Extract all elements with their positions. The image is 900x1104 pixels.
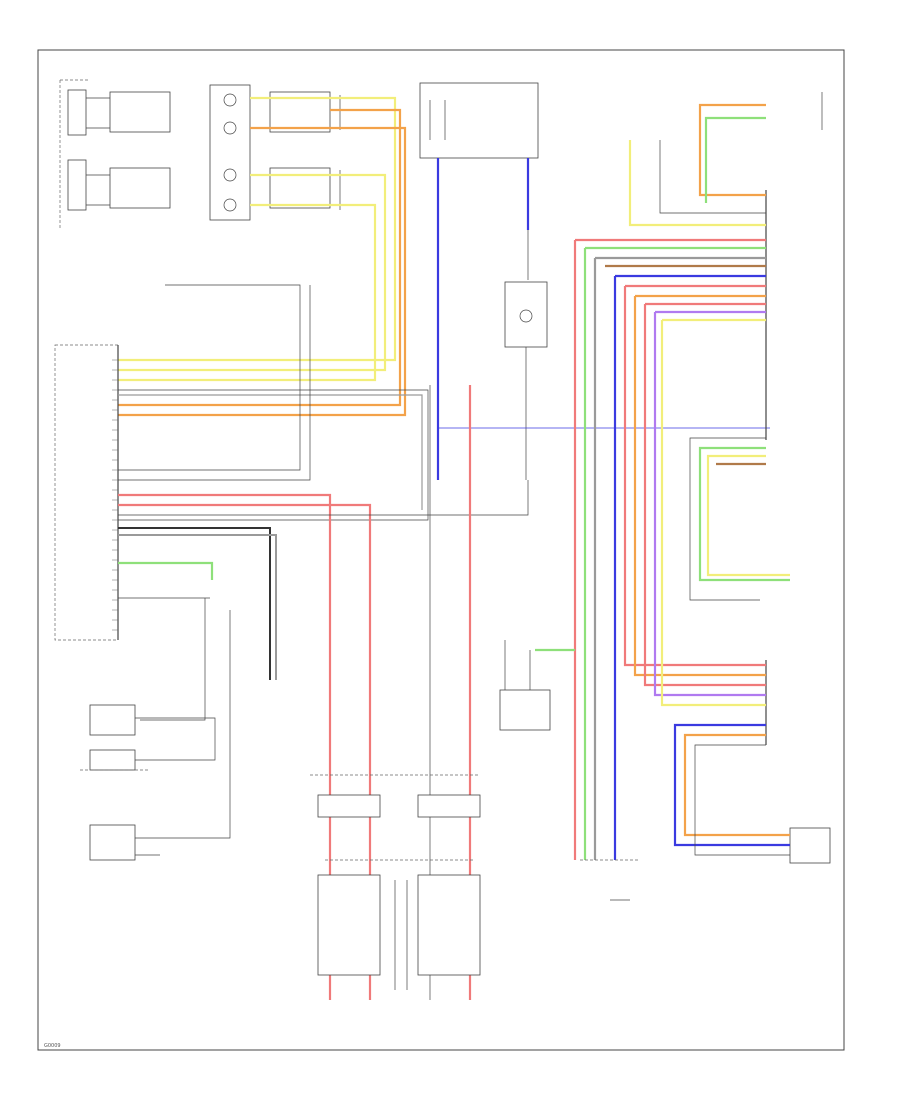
wire-orange-r1 bbox=[698, 103, 766, 197]
driver-module-dash bbox=[59, 79, 90, 230]
driver-airbag-wires bbox=[86, 96, 407, 417]
wire-yellow-r2 bbox=[660, 318, 766, 707]
wire-orange-1 bbox=[118, 126, 407, 417]
wire-black-r1 bbox=[659, 140, 766, 214]
buckle-sensor-box bbox=[89, 749, 136, 771]
side-airbag-group bbox=[310, 774, 481, 990]
driver-airbag-module-group bbox=[59, 79, 341, 230]
wire-black-6 bbox=[140, 598, 206, 721]
wire-orange-r3 bbox=[683, 733, 790, 837]
seat-belt-wires bbox=[135, 717, 216, 761]
occupant-sensor-symbol bbox=[519, 309, 533, 323]
center-right-module bbox=[499, 640, 640, 901]
shorting-bar-1 bbox=[109, 91, 171, 133]
airbag-control-module bbox=[54, 344, 119, 641]
presence-pins bbox=[429, 100, 446, 140]
acm-pin-ticks bbox=[112, 359, 118, 631]
wire-yellow-r1 bbox=[628, 140, 766, 227]
wire-yellow-2 bbox=[118, 173, 387, 372]
driver-squib-2-box bbox=[67, 159, 87, 211]
acm-output-wires bbox=[118, 284, 529, 1000]
wire-green-r2 bbox=[583, 246, 766, 860]
wire-red-left-1 bbox=[118, 493, 332, 1000]
center-top-module bbox=[419, 82, 770, 480]
lower-switch-wire bbox=[135, 610, 231, 839]
center-right-box bbox=[499, 689, 551, 731]
clockspring-terminal-1 bbox=[223, 93, 237, 107]
wire-red-left-2 bbox=[118, 503, 372, 1000]
right-lower-box bbox=[789, 827, 831, 864]
seat-belt-switch-box bbox=[89, 704, 136, 736]
wire-black-2 bbox=[118, 284, 301, 471]
lower-switch-box bbox=[89, 824, 136, 861]
footer-code: G0009 bbox=[44, 1043, 61, 1049]
clockspring-box bbox=[209, 84, 251, 221]
wire-blue-r2 bbox=[673, 723, 790, 847]
wire-black-3 bbox=[118, 285, 311, 481]
center-right-leads bbox=[504, 640, 531, 690]
right-colored-wires bbox=[573, 103, 790, 860]
side-squib-dividers bbox=[394, 880, 408, 990]
wire-black-r3 bbox=[694, 744, 790, 856]
wire-black-5 bbox=[118, 527, 271, 680]
wire-yellow-3 bbox=[118, 203, 377, 382]
wire-orange-r2 bbox=[633, 294, 766, 677]
right-connector-bus bbox=[765, 92, 831, 864]
wire-grey-2 bbox=[118, 534, 277, 680]
wire-green-left bbox=[118, 561, 214, 580]
shorting-bar-right bbox=[417, 794, 481, 818]
wire-orange-2 bbox=[118, 108, 402, 407]
wire-black-4 bbox=[118, 480, 529, 516]
shorting-bar-left bbox=[317, 794, 381, 818]
wire-red-r1 bbox=[573, 238, 766, 860]
wire-green-r3 bbox=[698, 446, 790, 582]
wire-blue-r1 bbox=[613, 274, 766, 860]
wire-green-r1 bbox=[704, 116, 766, 203]
driver-squib-1-box bbox=[67, 89, 87, 136]
side-squib-left bbox=[317, 874, 381, 976]
clockspring-terminal-4 bbox=[223, 198, 237, 212]
shorting-bar-2 bbox=[109, 167, 171, 209]
wire-red-r3 bbox=[643, 302, 766, 687]
clockspring-terminal-3 bbox=[223, 168, 237, 182]
wire-grey-r1 bbox=[593, 256, 766, 860]
wire-black-r2 bbox=[689, 437, 766, 601]
page-frame bbox=[37, 49, 845, 1051]
acm-outline bbox=[54, 344, 119, 641]
wire-yellow-1 bbox=[118, 96, 397, 362]
wire-red-r2 bbox=[623, 284, 766, 667]
squib-leads bbox=[86, 97, 110, 206]
wire-black-1 bbox=[118, 389, 429, 521]
side-squib-right bbox=[417, 874, 481, 976]
left-lower-components bbox=[80, 610, 231, 861]
wire-violet-r1 bbox=[653, 310, 766, 697]
occupant-sensor-box bbox=[504, 281, 548, 348]
passenger-presence-module bbox=[419, 82, 539, 159]
wire-yellow-r3 bbox=[706, 454, 790, 577]
clockspring-terminal-2 bbox=[223, 121, 237, 135]
wire-grey-1 bbox=[118, 394, 423, 510]
